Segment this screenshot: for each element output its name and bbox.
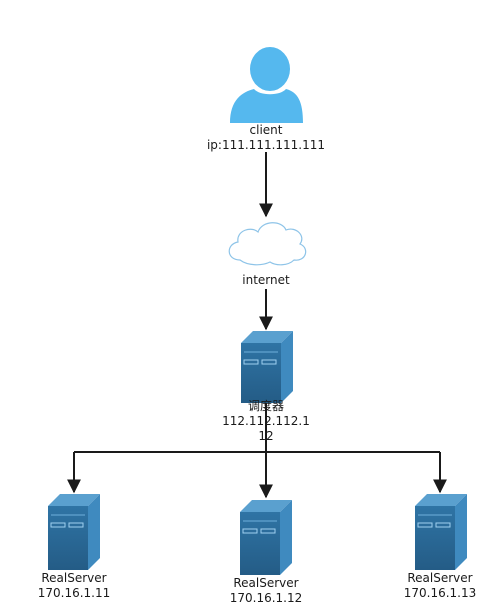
edges xyxy=(67,152,447,499)
realserver-3-name: RealServer xyxy=(407,571,473,585)
realserver-2-label: RealServer 170.16.1.12 xyxy=(211,576,321,606)
realserver-1-label: RealServer 170.16.1.11 xyxy=(19,571,129,601)
scheduler-ip-continued: 12 xyxy=(258,429,274,443)
client-name: client xyxy=(249,123,283,137)
cloud-icon xyxy=(228,222,307,266)
internet-label: internet xyxy=(216,273,316,288)
realserver-1-ip: 170.16.1.11 xyxy=(37,586,111,600)
client-label: client ip:111.111.111.111 xyxy=(206,123,326,153)
server-icon xyxy=(241,331,293,403)
internet-name: internet xyxy=(242,273,290,287)
scheduler-ip: 112.112.112.1 xyxy=(222,414,310,428)
server-icon xyxy=(415,494,467,570)
realserver-3-ip: 170.16.1.13 xyxy=(403,586,477,600)
realserver-1-name: RealServer xyxy=(41,571,107,585)
server-icon xyxy=(240,500,292,575)
client-ip: ip:111.111.111.111 xyxy=(206,138,326,152)
realserver-2-name: RealServer xyxy=(233,576,299,590)
server-icon xyxy=(48,494,100,570)
scheduler-label: 调度器 112.112.112.1 12 xyxy=(211,399,321,444)
realserver-2-ip: 170.16.1.12 xyxy=(229,591,303,605)
scheduler-name: 调度器 xyxy=(247,399,284,413)
user-icon xyxy=(230,47,303,123)
realserver-3-label: RealServer 170.16.1.13 xyxy=(385,571,495,601)
